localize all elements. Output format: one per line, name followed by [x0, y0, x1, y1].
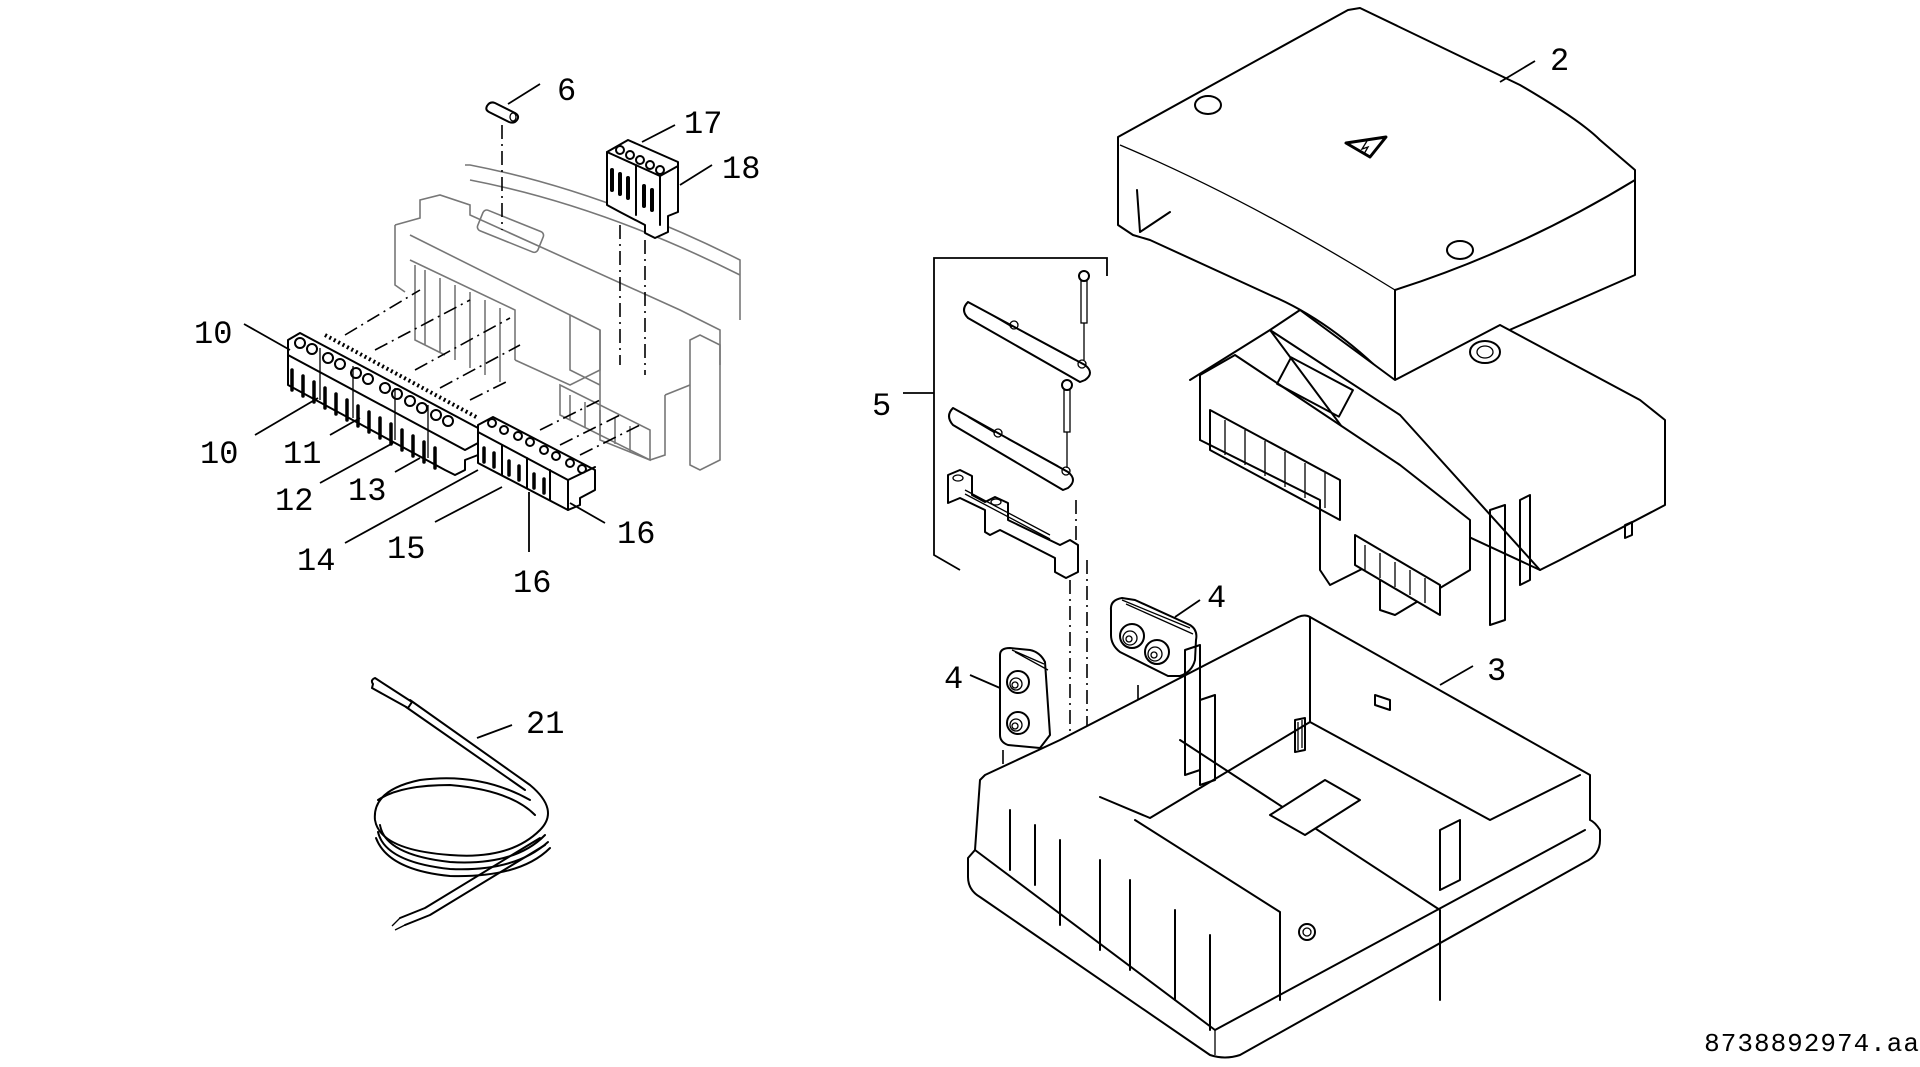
position-label-4-right: 4	[1207, 580, 1226, 617]
part-21-temperature-sensor	[370, 677, 551, 931]
leader-line-12	[319, 442, 394, 484]
leader-line-13	[394, 457, 421, 473]
clamp-bar-lower	[948, 407, 1074, 491]
leader-line-6	[507, 83, 541, 105]
part-5-strain-relief-set	[947, 270, 1091, 579]
standoff-pin	[1294, 717, 1306, 753]
leader-line-3	[1439, 665, 1474, 686]
position-label-11: 11	[283, 436, 321, 473]
position-label-15: 15	[387, 531, 425, 568]
part-17-18-terminal-plug	[606, 139, 679, 375]
document-id: 8738892974.aa	[1704, 1029, 1920, 1059]
position-label-6: 6	[557, 73, 576, 110]
assembly-centerlines-14-16	[539, 399, 641, 456]
leader-line-15	[434, 486, 503, 523]
position-label-14: 14	[297, 543, 335, 580]
position-label-10-lower: 10	[200, 436, 238, 473]
terminal-screws	[294, 337, 454, 427]
leader-line-16-right	[569, 502, 606, 524]
position-label-13: 13	[348, 473, 386, 510]
terminal-pins	[290, 368, 437, 470]
part-3-base	[967, 614, 1601, 1059]
position-label-16-bottom: 16	[513, 565, 551, 602]
leader-line-21	[476, 724, 513, 739]
assembly-centerlines-10-13	[344, 289, 521, 401]
position-label-3: 3	[1487, 653, 1506, 690]
position-label-18: 18	[722, 151, 760, 188]
part-5-bracket	[903, 257, 1108, 571]
leader-line-10-upper	[243, 323, 291, 351]
clamp-bar-upper	[963, 301, 1091, 383]
screw-lower	[1061, 379, 1073, 433]
screw-upper	[1078, 270, 1090, 324]
warning-triangle-icon	[1344, 135, 1388, 159]
leader-line-4-right	[1174, 599, 1201, 618]
controller-front-ghost	[394, 164, 741, 471]
leader-line-4-left	[969, 674, 1001, 689]
cable-bracket	[947, 469, 1079, 579]
position-label-17: 17	[684, 106, 722, 143]
terminal-block-row	[1209, 409, 1341, 521]
position-label-21: 21	[526, 706, 564, 743]
controller-module	[1189, 309, 1666, 626]
position-label-12: 12	[275, 483, 313, 520]
leader-line-18	[679, 164, 713, 186]
position-label-16-right: 16	[617, 516, 655, 553]
leader-line-2	[1499, 60, 1536, 83]
leader-line-10-lower	[254, 397, 319, 436]
position-label-4-left: 4	[944, 661, 963, 698]
leader-line-17	[641, 124, 676, 143]
leader-line-14	[344, 469, 479, 544]
parts-10-13-terminal-strip	[287, 332, 479, 476]
position-label-2: 2	[1550, 43, 1569, 80]
parts-14-16-terminal-plugs	[477, 416, 596, 511]
leader-line-11	[329, 417, 361, 436]
part-6-fuse	[485, 101, 520, 230]
position-label-10-upper: 10	[194, 316, 232, 353]
position-label-5: 5	[872, 388, 891, 425]
